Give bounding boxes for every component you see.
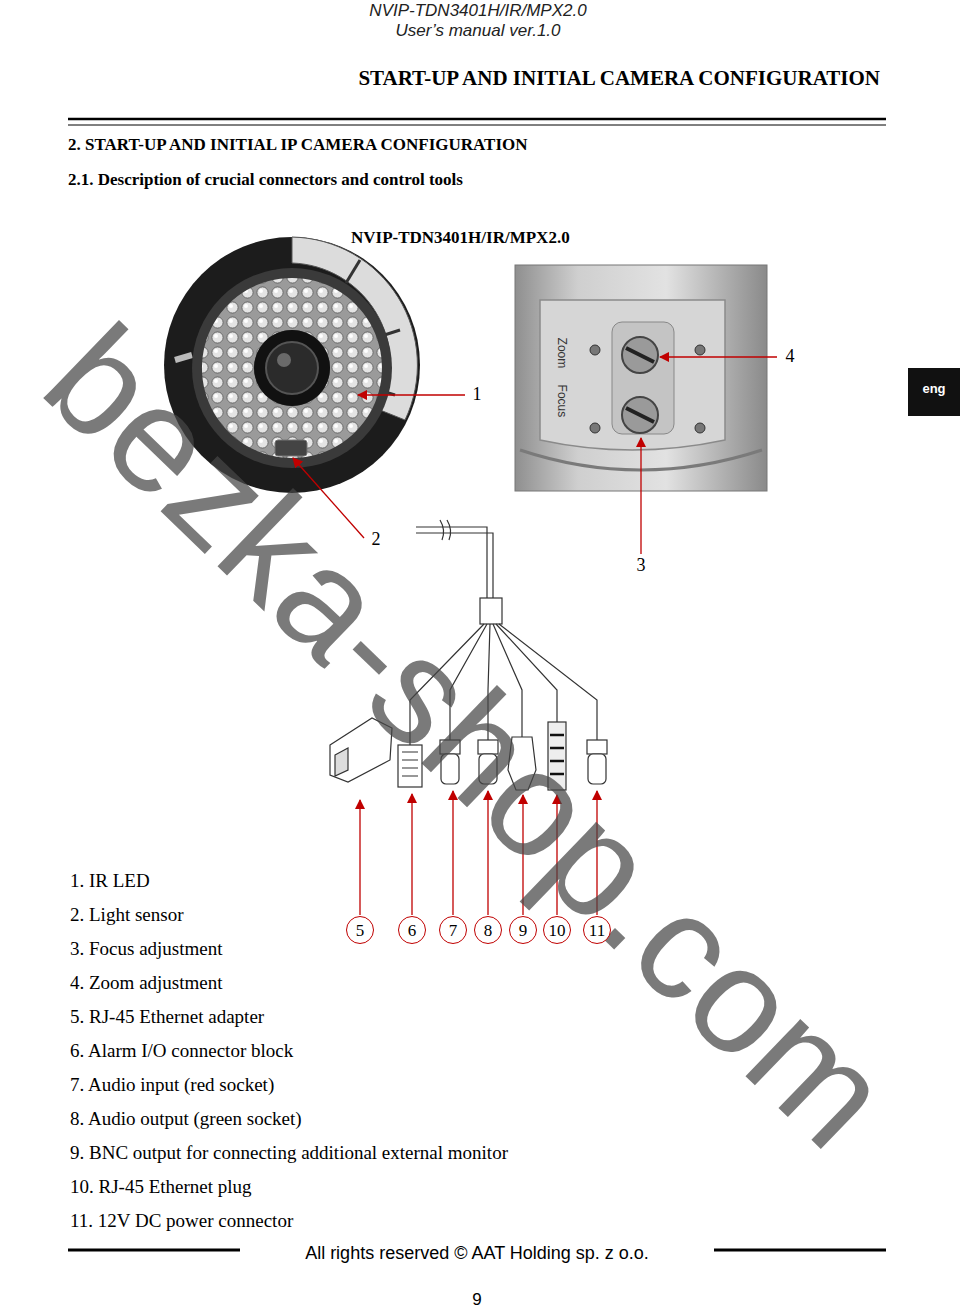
callout-circle: 7: [439, 916, 467, 944]
page-number: 9: [472, 1290, 481, 1310]
section-heading: 2.1. Description of crucial connectors a…: [68, 170, 463, 190]
model-heading: NVIP-TDN3401H/IR/MPX2.0: [351, 228, 570, 248]
callout-number: 11: [589, 922, 605, 939]
legend-item: 2. Light sensor: [70, 904, 183, 926]
legend-item: 8. Audio output (green socket): [70, 1108, 302, 1130]
callout-number: 9: [519, 922, 528, 939]
legend-item: 11. 12V DC power connector: [70, 1210, 293, 1232]
callout-number: 3: [637, 555, 646, 576]
chapter-heading: START-UP AND INITIAL CAMERA CONFIGURATIO…: [358, 66, 880, 90]
header-version: User’s manual ver.1.0: [395, 21, 560, 41]
callout-circle: 8: [474, 916, 502, 944]
callout-number: 6: [408, 922, 417, 939]
callout-number: 7: [449, 922, 458, 939]
legend-item: 6. Alarm I/O connector block: [70, 1040, 293, 1062]
header-rule: [68, 119, 886, 125]
language-tab: [908, 368, 960, 416]
photo-marking: Zoom: [554, 338, 568, 369]
legend-item: 4. Zoom adjustment: [70, 972, 223, 994]
legend-item: 10. RJ-45 Ethernet plug: [70, 1176, 252, 1198]
callout-circle: 10: [543, 916, 571, 944]
section-title: 2. START-UP AND INITIAL IP CAMERA CONFIG…: [68, 135, 528, 155]
language-tab-text: eng: [922, 382, 945, 397]
legend-item: 3. Focus adjustment: [70, 938, 223, 960]
copyright-footer: All rights reserved © AAT Holding sp. z …: [305, 1243, 649, 1264]
callout-number: 8: [484, 922, 493, 939]
callout-circle: 5: [346, 916, 374, 944]
legend-item: 7. Audio input (red socket): [70, 1074, 274, 1096]
callout-number: 2: [372, 529, 381, 550]
legend-item: 9. BNC output for connecting additional …: [70, 1142, 508, 1164]
header-model: NVIP-TDN3401H/IR/MPX2.0: [369, 1, 586, 21]
photo-marking: Focus: [554, 385, 568, 418]
callout-circle: 9: [509, 916, 537, 944]
callout-circle: 6: [398, 916, 426, 944]
legend-item: 5. RJ-45 Ethernet adapter: [70, 1006, 264, 1028]
callout-number: 5: [356, 922, 365, 939]
callout-number: 4: [786, 346, 795, 367]
callout-circle: 11: [583, 916, 611, 944]
callout-number: 1: [473, 384, 482, 405]
legend-item: 1. IR LED: [70, 870, 150, 892]
callout-number: 10: [549, 922, 566, 939]
